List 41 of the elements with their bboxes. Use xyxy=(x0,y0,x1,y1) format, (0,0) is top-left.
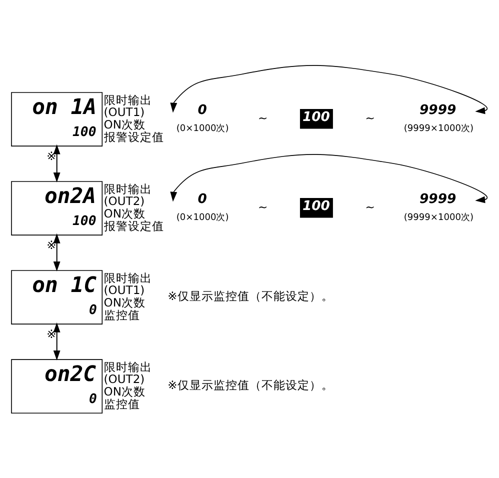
node-label: ON次数 xyxy=(104,206,146,221)
node-box: 100 xyxy=(300,108,333,129)
label: ※仅显示监控值（不能设定）。 xyxy=(168,288,334,303)
label: ~ xyxy=(365,200,375,214)
node-label: (OUT2) xyxy=(104,372,145,386)
label: ~ xyxy=(258,110,268,125)
node-label: 监控值 xyxy=(104,308,140,322)
node-text: 0 xyxy=(198,192,207,207)
label: ~ xyxy=(258,200,268,214)
node-box: on 1A 100 xyxy=(11,92,103,146)
node-label: 限时输出 xyxy=(104,360,152,374)
node-label: 限时输出 xyxy=(104,92,152,107)
node-label: (OUT2) xyxy=(104,194,145,208)
node-text: 9999 xyxy=(419,102,456,118)
edge-label: ※ xyxy=(46,326,56,341)
label: ~ xyxy=(365,110,375,125)
node-text: 9999 xyxy=(419,192,456,207)
node-box: 100 xyxy=(300,198,333,218)
node-label: 监控值 xyxy=(104,396,140,411)
node-label: 报警设定值 xyxy=(104,218,164,233)
node-label: ON次数 xyxy=(104,296,146,310)
node-label: (9999×1000次) xyxy=(404,124,474,134)
edge-label: ※ xyxy=(46,238,56,252)
node-label: (OUT1) xyxy=(104,105,145,120)
node-box: on 1C 0 xyxy=(11,270,103,325)
node-box: on2C 0 xyxy=(11,359,103,414)
node-label: ON次数 xyxy=(104,384,146,399)
node-box: on2A 100 xyxy=(11,181,103,236)
arrow xyxy=(170,154,488,204)
label: ※仅显示监控值（不能设定）。 xyxy=(168,378,334,392)
node-label: (OUT1) xyxy=(104,283,145,298)
node-text: 0 xyxy=(198,102,207,118)
node-label: 限时输出 xyxy=(104,182,152,196)
node-label: (0×1000次) xyxy=(176,124,229,134)
arrow xyxy=(170,65,488,114)
node-label: (9999×1000次) xyxy=(404,213,474,224)
node-label: 报警设定值 xyxy=(104,130,164,144)
edge-label: ※ xyxy=(46,148,56,163)
node-label: ON次数 xyxy=(104,118,146,132)
node-label: (0×1000次) xyxy=(176,213,229,224)
node-label: 限时输出 xyxy=(104,270,152,285)
